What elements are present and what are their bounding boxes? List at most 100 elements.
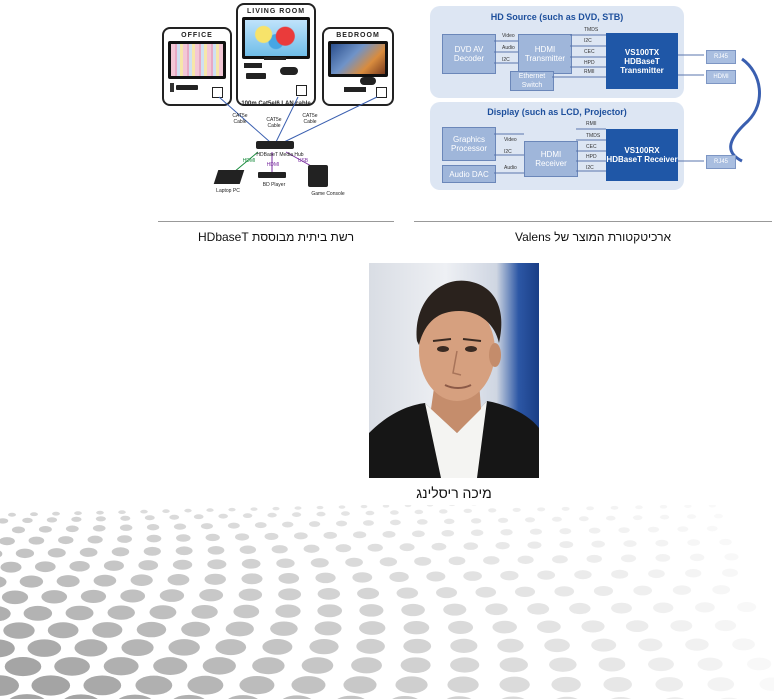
decorative-dot — [5, 657, 42, 676]
decorative-dot — [747, 658, 771, 671]
decorative-dot — [295, 506, 302, 509]
decorative-dot — [382, 531, 395, 538]
decorative-dot — [66, 606, 94, 621]
decorative-dot — [626, 620, 649, 632]
decorative-dot — [648, 527, 659, 533]
decorative-dot — [241, 573, 262, 584]
decorative-dot — [54, 657, 90, 676]
decorative-dot — [471, 530, 483, 536]
decorative-dot — [120, 590, 145, 603]
decorative-dot — [135, 676, 172, 695]
decorative-dot — [449, 505, 455, 506]
decorative-dot — [252, 657, 284, 674]
decorative-dot — [544, 639, 570, 652]
decorative-dot — [239, 676, 274, 694]
decorative-dot — [88, 536, 103, 544]
decorative-dot — [170, 695, 209, 699]
decorative-dot — [168, 574, 190, 585]
cable-label: 100m Cat5e/6 LAN cable — [236, 101, 316, 107]
decorative-dot — [714, 514, 723, 519]
decorative-dot — [660, 505, 667, 509]
decorative-dot — [311, 558, 329, 567]
decorative-dot — [737, 602, 756, 612]
decorative-dot — [359, 621, 385, 635]
decorative-dot — [31, 675, 70, 695]
decorative-dot — [276, 559, 294, 569]
decorative-dot — [316, 512, 325, 517]
decorative-dot — [270, 621, 298, 635]
decorative-dot — [390, 520, 401, 526]
decorative-dot — [203, 657, 236, 674]
decorative-dot — [648, 569, 665, 578]
decorative-dot — [463, 571, 482, 581]
decorative-dot — [357, 588, 379, 599]
decorative-dot — [724, 553, 738, 560]
decorative-dot — [112, 547, 129, 556]
decorative-dot — [359, 604, 383, 617]
decorative-dot — [525, 517, 535, 522]
decorative-dot — [412, 530, 425, 537]
decorative-dot — [655, 554, 670, 562]
decorative-dot — [485, 603, 508, 615]
decorative-dot — [352, 572, 372, 582]
decorative-dot — [81, 590, 106, 603]
decorative-dot — [61, 694, 102, 699]
decorative-dot — [635, 505, 643, 509]
decorative-dot — [0, 537, 15, 545]
decorative-dot — [581, 620, 604, 632]
decorative-dot — [414, 557, 431, 566]
caption-rule-left — [158, 221, 394, 222]
decorative-dot — [41, 590, 67, 603]
decorative-dot — [318, 588, 340, 600]
portrait-figure — [369, 263, 539, 478]
decorative-dot — [206, 508, 213, 512]
decorative-dot — [390, 510, 399, 514]
architecture-diagram: HD Source (such as DVD, STB) DVD AV Deco… — [426, 3, 772, 195]
decorative-dot — [685, 638, 709, 650]
decorative-dot — [356, 639, 385, 654]
decorative-dot — [272, 507, 279, 511]
media-hub — [256, 141, 294, 149]
decorative-dot — [685, 569, 701, 577]
decorative-dot — [8, 513, 16, 517]
decorative-dot — [255, 522, 267, 528]
decorative-dot — [687, 514, 696, 519]
decorative-dot — [551, 677, 580, 692]
decorative-dot — [138, 560, 158, 570]
decorative-dot — [199, 589, 223, 601]
decorative-dot — [463, 542, 478, 550]
decorative-dot — [201, 523, 213, 529]
decorative-dot — [436, 587, 457, 598]
decorative-dot — [441, 530, 454, 537]
decorative-dot — [74, 511, 82, 515]
caption-rule-right — [414, 221, 772, 222]
decorative-dot — [611, 570, 628, 579]
decorative-dot — [108, 605, 135, 619]
decorative-dot — [709, 505, 716, 508]
game-console-icon — [308, 165, 328, 187]
decorative-dot — [527, 603, 549, 614]
decorative-dot — [0, 576, 7, 588]
decorative-dot — [226, 622, 254, 637]
decorative-dot — [92, 622, 122, 638]
decorative-dot — [0, 606, 11, 621]
decorative-dot — [228, 523, 240, 529]
network-cables — [158, 2, 394, 198]
decorative-dot — [591, 639, 616, 652]
decorative-dot — [278, 588, 301, 600]
decorative-dot — [0, 549, 2, 559]
decorative-dot — [527, 542, 541, 549]
rj45-port: RJ45 — [706, 155, 736, 169]
laptop-icon — [214, 170, 245, 184]
decorative-dot — [121, 639, 153, 656]
decorative-dot — [96, 511, 104, 515]
home-network-caption: רשת ביתית מבוססת HDbaseT — [158, 230, 394, 244]
decorative-dot — [341, 511, 350, 516]
decorative-dot — [243, 513, 252, 518]
decorative-dot — [594, 586, 613, 596]
decorative-dot — [294, 532, 308, 539]
decorative-dot — [145, 515, 155, 520]
decorative-dot — [569, 603, 590, 614]
decorative-dot — [719, 539, 731, 545]
decorative-dot — [315, 573, 335, 584]
